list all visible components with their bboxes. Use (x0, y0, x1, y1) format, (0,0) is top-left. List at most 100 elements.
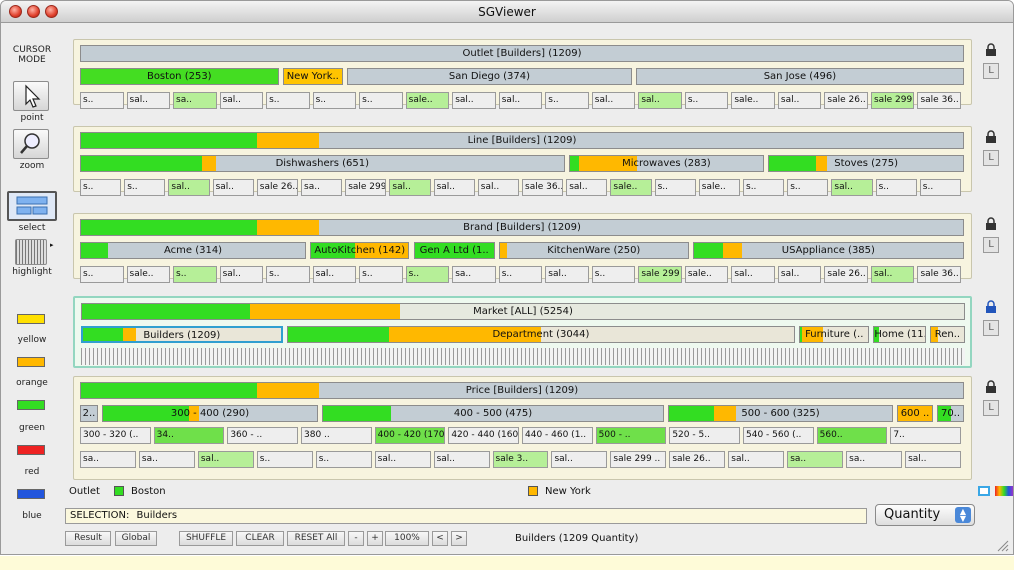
detail-cell[interactable]: sal.. (389, 179, 431, 196)
price-sub-bucket[interactable]: 400 - 420 (170) (374, 427, 446, 444)
detail-cell[interactable]: sale 26.. (824, 92, 868, 109)
detail-cell[interactable]: sa.. (138, 451, 195, 468)
detail-cell[interactable]: s.. (591, 266, 636, 283)
selection-field[interactable]: SELECTION: Builders (65, 508, 867, 524)
toolbar-button-clear[interactable]: CLEAR (236, 531, 284, 546)
highlight-menu-arrow-icon[interactable]: ▸ (50, 241, 54, 249)
layout-toggle-button[interactable]: L (983, 237, 999, 253)
brand-header-bar[interactable]: Brand [Builders] (1209) (80, 219, 964, 236)
lock-icon[interactable] (983, 300, 999, 314)
detail-cell[interactable]: sal.. (477, 179, 519, 196)
line-category-bar[interactable]: Stoves (275) (768, 155, 964, 172)
yellow-swatch-button[interactable] (17, 314, 45, 324)
toolbar-button-reset-all[interactable]: RESET All (287, 531, 345, 546)
detail-cell[interactable]: sal.. (197, 451, 254, 468)
detail-cell[interactable]: sal.. (777, 92, 822, 109)
market-category-bar[interactable]: Ren.. (929, 326, 965, 343)
detail-cell[interactable]: sal.. (433, 451, 490, 468)
price-category-bar[interactable]: 600 .. (897, 405, 933, 422)
detail-cell[interactable]: sale.. (610, 179, 652, 196)
lock-icon[interactable] (983, 217, 999, 231)
price-category-bar[interactable]: 400 - 500 (475) (322, 405, 664, 422)
price-sub-bucket[interactable]: 420 - 440 (160) (448, 427, 519, 444)
price-sub-bucket[interactable]: 520 - 5.. (669, 427, 740, 444)
toolbar-button-global[interactable]: Global (115, 531, 157, 546)
detail-cell[interactable]: s.. (787, 179, 829, 196)
detail-cell[interactable]: sa.. (301, 179, 343, 196)
detail-cell[interactable]: sal.. (312, 266, 357, 283)
detail-cell[interactable]: sale.. (731, 92, 775, 109)
detail-cell[interactable]: s.. (684, 92, 729, 109)
market-category-bar[interactable]: Department (3044) (286, 326, 796, 343)
detail-cell[interactable]: sal.. (219, 92, 264, 109)
detail-cell[interactable]: s.. (256, 451, 313, 468)
detail-cell[interactable]: sal.. (168, 179, 210, 196)
detail-cell[interactable]: s.. (80, 266, 124, 283)
zoom-tool-button[interactable] (13, 129, 49, 159)
outlet-category-bar[interactable]: Boston (253) (80, 68, 279, 85)
detail-cell[interactable]: sale 36.. (522, 179, 564, 196)
detail-cell[interactable]: sal.. (731, 266, 775, 283)
detail-cell[interactable]: s.. (80, 179, 122, 196)
stepper-arrows-icon[interactable]: ▲▼ (955, 507, 971, 523)
detail-cell[interactable]: sal.. (545, 266, 589, 283)
detail-cell[interactable]: sa.. (787, 451, 844, 468)
price-header-bar[interactable]: Price [Builders] (1209) (80, 382, 964, 399)
detail-cell[interactable]: sale 26.. (824, 266, 868, 283)
lock-icon[interactable] (983, 130, 999, 144)
detail-cell[interactable]: sal.. (452, 92, 496, 109)
close-window-button[interactable] (9, 5, 22, 18)
detail-cell[interactable]: s.. (654, 179, 696, 196)
detail-cell[interactable]: sal.. (566, 179, 608, 196)
detail-cell[interactable]: sal.. (870, 266, 915, 283)
toolbar-button-[interactable]: < (432, 531, 448, 546)
market-header-bar[interactable]: Market [ALL] (5254) (81, 303, 965, 320)
outlet-category-bar[interactable]: San Diego (374) (347, 68, 632, 85)
detail-cell[interactable]: sa.. (80, 451, 136, 468)
detail-cell[interactable]: sale 36.. (917, 92, 961, 109)
price-sub-bucket[interactable]: 34.. (153, 427, 225, 444)
orange-swatch-button[interactable] (17, 357, 45, 367)
layout-toggle-button[interactable]: L (983, 63, 999, 79)
highlight-tool-button[interactable] (15, 239, 47, 265)
detail-cell[interactable]: sal.. (591, 92, 636, 109)
toolbar-button-[interactable]: - (348, 531, 364, 546)
select-tool-button[interactable] (7, 191, 57, 221)
detail-cell[interactable]: sal.. (498, 92, 543, 109)
price-sub-bucket[interactable]: 300 - 320 (.. (80, 427, 151, 444)
price-category-bar[interactable]: 2.. (80, 405, 98, 422)
zoom-window-button[interactable] (45, 5, 58, 18)
brand-category-bar[interactable]: AutoKitchen (142) (310, 242, 410, 259)
brand-category-bar[interactable]: Acme (314) (80, 242, 307, 259)
toolbar-button-shuffle[interactable]: SHUFFLE (179, 531, 233, 546)
detail-cell[interactable]: sale 299 (.. (638, 266, 682, 283)
red-swatch-button[interactable] (17, 445, 45, 455)
toolbar-button-[interactable]: + (367, 531, 383, 546)
detail-cell[interactable]: sale.. (684, 266, 729, 283)
layout-toggle-button[interactable]: L (983, 320, 999, 336)
price-category-bar[interactable]: 500 - 600 (325) (668, 405, 893, 422)
detail-cell[interactable]: s.. (80, 92, 124, 109)
price-sub-bucket[interactable]: 500 - .. (595, 427, 667, 444)
detail-cell[interactable]: sal.. (212, 179, 254, 196)
market-category-bar[interactable]: Builders (1209) (81, 326, 283, 343)
measure-select[interactable]: Quantity ▲▼ (875, 504, 975, 526)
detail-cell[interactable]: sale.. (698, 179, 740, 196)
resize-grip-icon[interactable] (995, 538, 1009, 552)
detail-cell[interactable]: sal.. (777, 266, 822, 283)
detail-cell[interactable]: s.. (266, 266, 310, 283)
price-sub-bucket[interactable]: 440 - 460 (1.. (522, 427, 593, 444)
detail-cell[interactable]: sal.. (374, 451, 431, 468)
detail-cell[interactable]: s.. (359, 92, 403, 109)
point-tool-button[interactable] (13, 81, 49, 111)
market-category-bar[interactable]: Furniture (.. (799, 326, 870, 343)
detail-cell[interactable]: sa.. (452, 266, 496, 283)
price-sub-bucket[interactable]: 7.. (890, 427, 961, 444)
detail-cell[interactable]: s.. (266, 92, 310, 109)
brand-category-bar[interactable]: Gen A Ltd (1.. (413, 242, 495, 259)
detail-cell[interactable]: sal.. (638, 92, 682, 109)
detail-cell[interactable]: s.. (875, 179, 917, 196)
toolbar-button-[interactable]: > (451, 531, 467, 546)
green-swatch-button[interactable] (17, 400, 45, 410)
price-sub-bucket[interactable]: 560.. (816, 427, 888, 444)
